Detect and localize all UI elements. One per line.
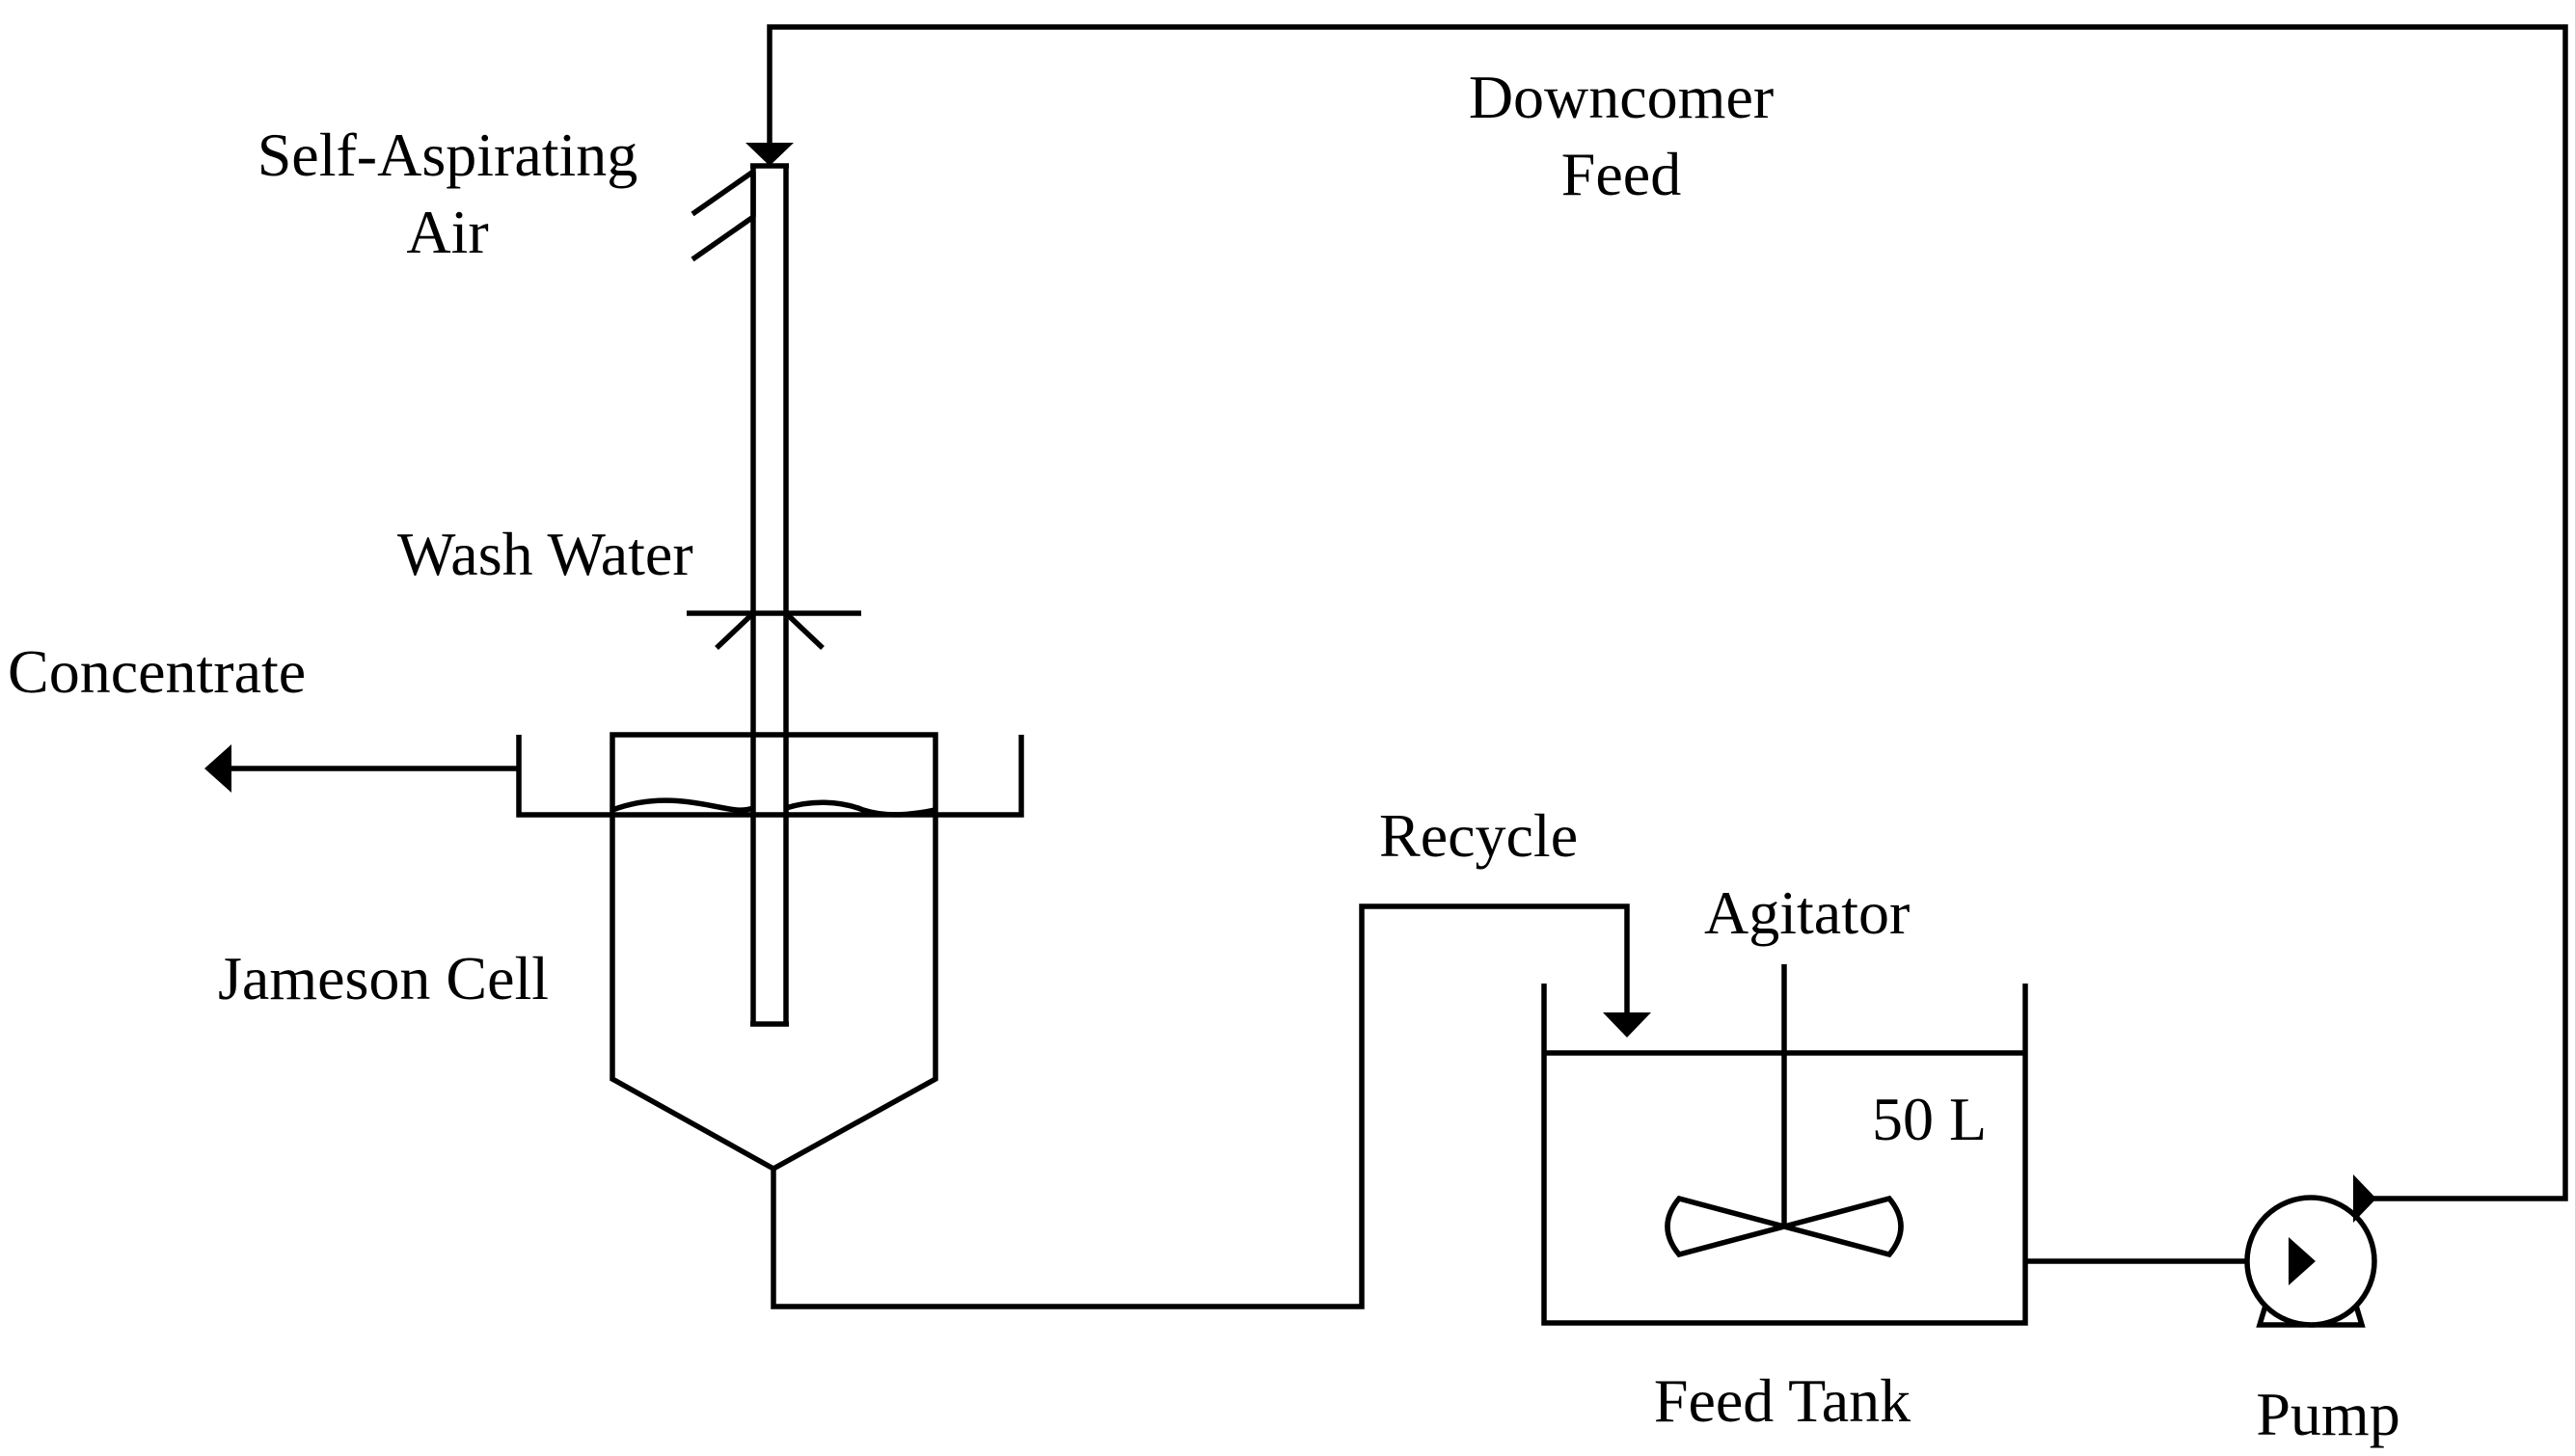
agitator xyxy=(1665,964,1904,1258)
air-inlet xyxy=(691,169,756,262)
pump-outlet-arrow xyxy=(2353,1174,2376,1223)
agitator-label: Agitator xyxy=(1704,878,1910,947)
jameson-cell-label: Jameson Cell xyxy=(218,944,549,1012)
pump-icon xyxy=(2244,1195,2377,1328)
recycle-arrow xyxy=(1603,1012,1651,1038)
concentrate-arrow xyxy=(204,744,231,793)
concentrate-label: Concentrate xyxy=(8,637,306,706)
wash-water-label: Wash Water xyxy=(397,520,693,588)
downcomer-feed-label-line1: Downcomer xyxy=(1469,63,1774,131)
downcomer-feed-arrow xyxy=(745,143,794,166)
concentrate-launder xyxy=(516,735,1024,818)
recycle-line xyxy=(771,903,1630,1309)
liquid-level xyxy=(611,797,936,818)
jameson-cell-vessel xyxy=(610,732,938,1173)
self-aspirating-air-label-line1: Self-Aspirating xyxy=(258,121,638,189)
wash-water-distributor xyxy=(687,610,861,650)
downcomer-pipe xyxy=(750,163,789,1027)
downcomer-feed-label-line2: Feed xyxy=(1561,140,1681,208)
self-aspirating-air-label-line2: Air xyxy=(406,198,488,266)
tank-volume-label: 50 L xyxy=(1872,1085,1987,1153)
pump-label: Pump xyxy=(2256,1380,2399,1448)
downcomer-feed-line xyxy=(767,24,2568,1201)
recycle-label: Recycle xyxy=(1379,801,1578,870)
feed-tank-label: Feed Tank xyxy=(1654,1366,1911,1435)
